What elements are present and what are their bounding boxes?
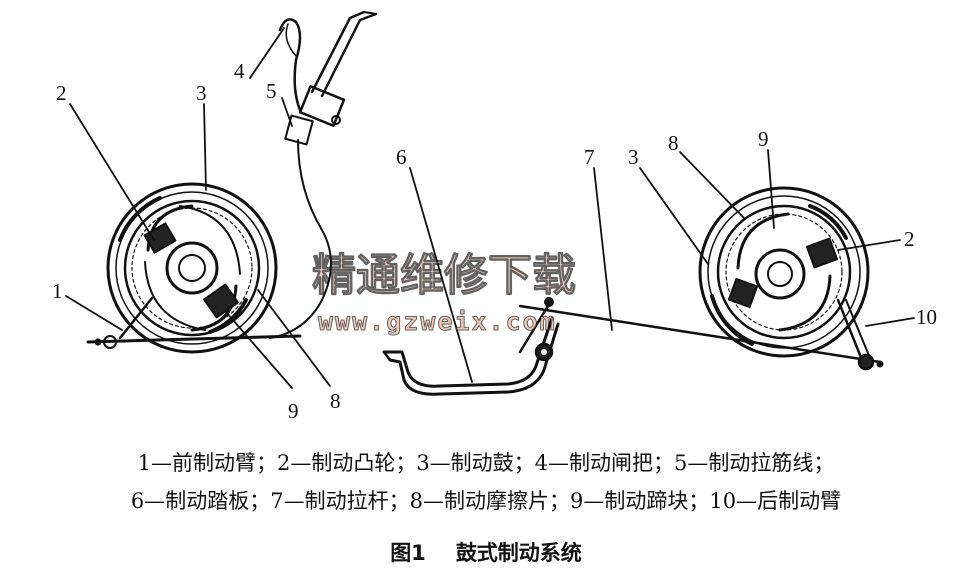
front-brake-drum xyxy=(106,182,278,354)
callout-3-left: 3 xyxy=(196,81,207,105)
callout-8-right: 8 xyxy=(668,131,679,155)
rear-brake-shoes xyxy=(727,212,839,332)
figure-number: 图1 xyxy=(390,541,426,565)
figure-caption: 图1 鼓式制动系统 xyxy=(0,537,972,567)
callout-8-left: 8 xyxy=(330,389,341,413)
brake-pedal xyxy=(382,304,560,396)
callout-2-right: 2 xyxy=(904,227,915,251)
figure-title: 鼓式制动系统 xyxy=(455,541,582,565)
brake-system-drawing: 精通维修下载 www.gzweix.com 2 3 4 5 1 6 7 3 8 … xyxy=(52,10,937,423)
rear-brake-arm xyxy=(836,298,884,371)
brake-lever xyxy=(278,10,378,146)
callout-7: 7 xyxy=(584,145,595,169)
watermark-cn: 精通维修下载 xyxy=(312,250,576,301)
front-brake-arm xyxy=(86,296,302,349)
callout-4: 4 xyxy=(234,59,245,83)
callout-9-right: 9 xyxy=(758,127,769,151)
callout-9-left: 9 xyxy=(288,399,299,423)
callout-3-right: 3 xyxy=(628,145,639,169)
brake-cable xyxy=(269,139,332,339)
leader-lines xyxy=(65,27,915,389)
rear-brake-hub xyxy=(754,248,806,300)
legend-line-2: 6—制动踏板；7—制动拉杆；8—制动摩擦片；9—制动蹄块；10—后制动臂 xyxy=(130,489,842,513)
legend-line-1: 1—前制动臂；2—制动凸轮；3—制动鼓；4—制动闸把；5—制动拉筋线； xyxy=(137,451,835,475)
callout-5: 5 xyxy=(266,79,277,103)
front-brake-hub xyxy=(165,241,219,295)
callout-6: 6 xyxy=(396,145,407,169)
callout-10: 10 xyxy=(916,305,937,329)
front-brake-shoes xyxy=(143,204,241,332)
brake-rod xyxy=(518,297,882,364)
callout-2-left: 2 xyxy=(56,81,67,105)
watermark-url: www.gzweix.com xyxy=(318,307,557,336)
callout-1: 1 xyxy=(52,279,63,303)
